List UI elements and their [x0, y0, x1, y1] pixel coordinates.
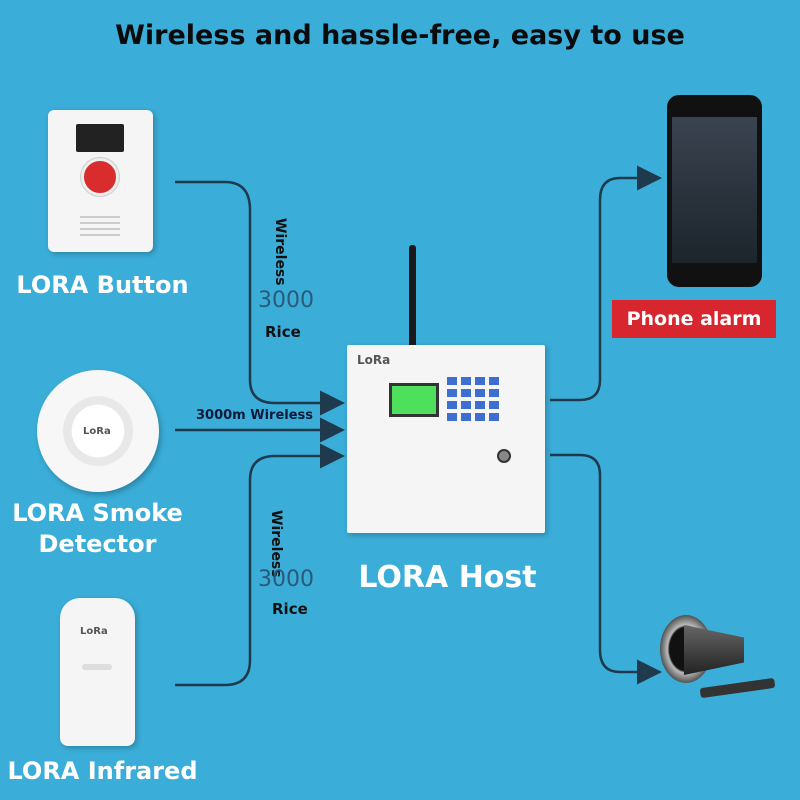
phone-alarm-badge: Phone alarm [612, 300, 776, 338]
arrow-button-to-host [175, 180, 345, 416]
smoke-label-line1: LORA Smoke [12, 499, 183, 527]
top-unit: Rice [265, 323, 301, 341]
lora-logo: LoRa [83, 426, 111, 437]
phone-device [667, 95, 762, 287]
lora-infrared-label: LORA Infrared [7, 757, 198, 785]
bottom-unit: Rice [272, 600, 308, 618]
siren-icon [660, 605, 780, 705]
lora-infrared-device: LoRa [60, 598, 135, 746]
arrow-host-to-siren [550, 453, 662, 685]
arrow-infrared-to-host [175, 443, 345, 687]
middle-wireless-label: 3000m Wireless [196, 408, 314, 423]
antenna [409, 245, 416, 348]
arrow-host-to-phone [550, 165, 662, 402]
top-distance: 3000 [258, 288, 314, 313]
page-title: Wireless and hassle-free, easy to use [115, 20, 685, 51]
host-logo: LoRa [357, 353, 391, 367]
lora-button-device [48, 110, 153, 252]
bottom-distance: 3000 [258, 567, 314, 592]
lora-button-label: LORA Button [16, 271, 189, 299]
smoke-label-line2: Detector [38, 530, 157, 558]
bottom-wireless-label: Wireless [268, 510, 284, 578]
lora-host-label: LORA Host [358, 560, 537, 595]
lora-smoke-detector-device: LoRa [37, 370, 159, 492]
top-wireless-label: Wireless [272, 218, 288, 286]
lora-host-device: LoRa [347, 345, 545, 533]
